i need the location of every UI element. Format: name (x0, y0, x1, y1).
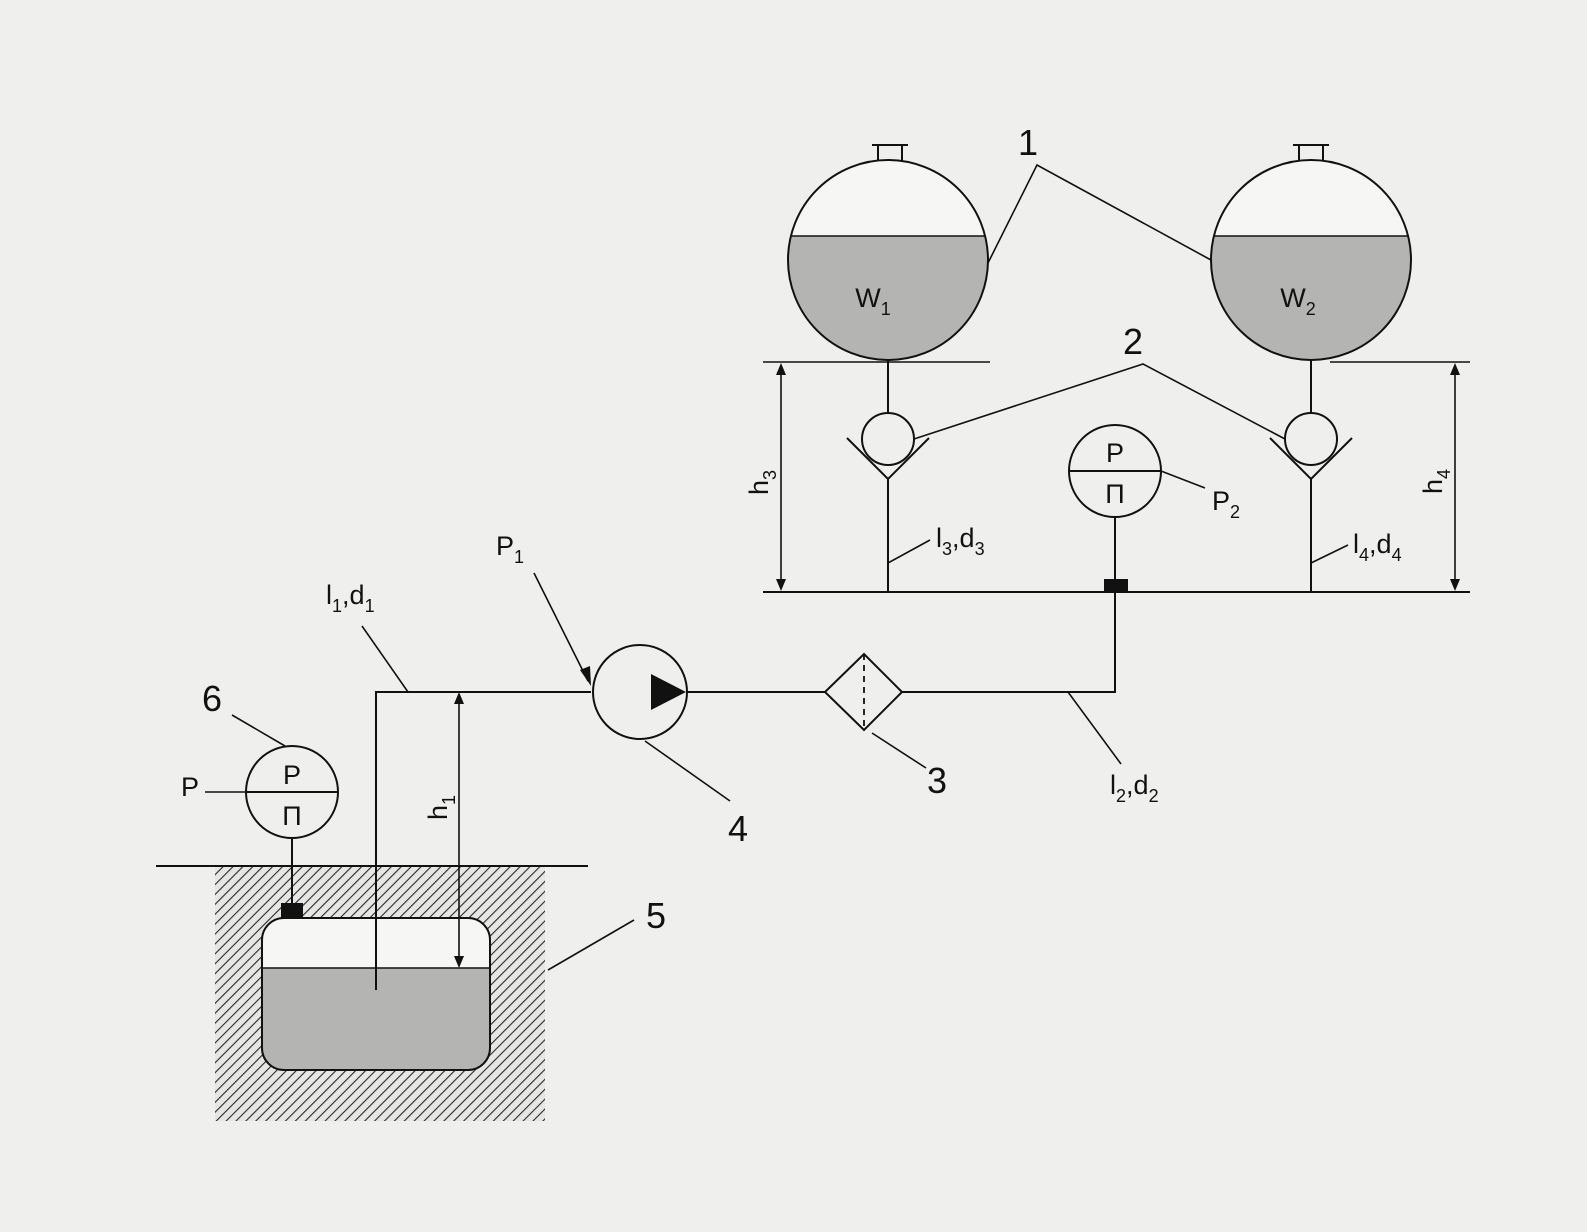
line-gauge-top: P (1106, 438, 1124, 468)
tank-w1: W1 (787, 144, 989, 413)
discharge-line: l2,d2 (687, 592, 1159, 806)
p1-label: P1 (496, 531, 524, 567)
valve-left: l3,d3 (846, 412, 985, 592)
h4-label: h4 (1418, 469, 1454, 494)
tank-gauge-bottom: П (282, 801, 301, 831)
pipe3-label: l3,d3 (936, 523, 985, 559)
w2-label: W2 (1280, 283, 1316, 319)
p2-label: P2 (1212, 486, 1240, 522)
callout-2: 2 (1123, 321, 1143, 362)
pump-direction-icon (651, 674, 686, 710)
tank-gauge-side-label: P (181, 772, 199, 802)
w1-label: W1 (855, 283, 891, 319)
pipe1-label: l1,d1 (326, 580, 375, 616)
h3-label: h3 (744, 470, 780, 495)
callout-3: 3 (927, 760, 947, 801)
pipe4-label: l4,d4 (1353, 529, 1402, 565)
pump: 4 P1 (496, 531, 748, 849)
tank-pressure-gauge: P П P 6 (181, 678, 339, 903)
callout-4: 4 (728, 808, 748, 849)
callout-1: 1 (1018, 122, 1038, 163)
tank-port (281, 903, 303, 918)
h4-dimension: h4 (1418, 363, 1460, 591)
header-port (1104, 579, 1128, 593)
tank-gauge-top: P (283, 760, 301, 790)
callout-5-group: 5 (547, 895, 666, 971)
suction-line: l1,d1 (326, 580, 591, 990)
line-pressure-gauge: P П P2 (1068, 424, 1240, 579)
underground-tank-assembly (156, 865, 588, 1121)
tank-w2: W2 (1210, 144, 1412, 413)
callout-6: 6 (202, 678, 222, 719)
callout-5: 5 (646, 895, 666, 936)
valve-right: l4,d4 (1269, 412, 1402, 592)
h1-label: h1 (423, 795, 459, 820)
h1-dimension: h1 (423, 692, 464, 968)
callout-1-group: 1 (987, 122, 1212, 264)
line-gauge-bottom: П (1105, 479, 1124, 509)
pipe2-label: l2,d2 (1110, 770, 1159, 806)
filter: 3 (823, 652, 947, 801)
h3-dimension: h3 (744, 363, 786, 591)
callout-2-group: 2 (913, 321, 1286, 440)
